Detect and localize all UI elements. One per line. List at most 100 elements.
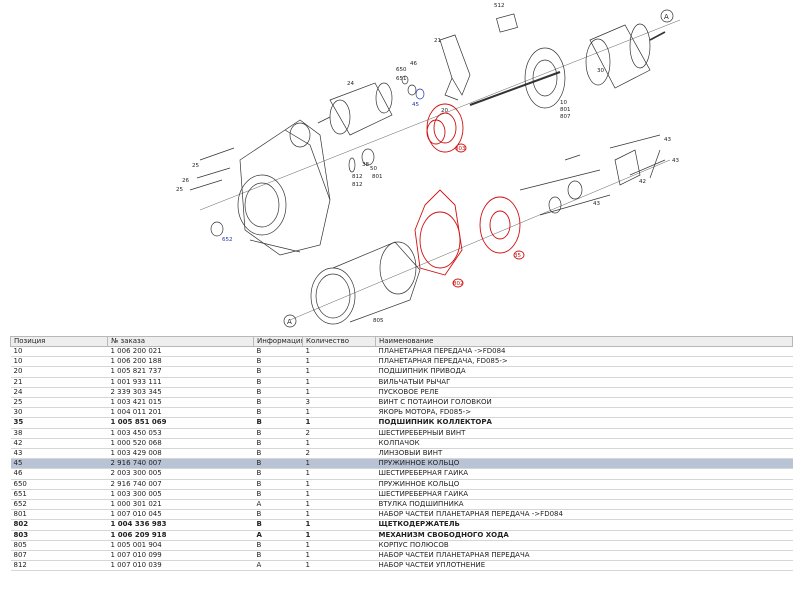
parts-table: Позиция № заказа Информация Количество Н…: [10, 336, 793, 572]
cell-position: 20: [10, 366, 108, 378]
column-header-position[interactable]: Позиция: [10, 336, 108, 347]
cell-position: 43: [10, 448, 108, 460]
cell-info: A: [253, 530, 303, 541]
cell-info: B: [253, 550, 303, 562]
cell-quantity: 1: [302, 560, 376, 572]
cell-quantity: 1: [302, 509, 376, 521]
cell-order-number: 1 003 300 005: [107, 489, 254, 501]
cell-position: 42: [10, 438, 108, 450]
cell-order-number: 1 004 011 201: [107, 407, 254, 419]
cell-info: B: [253, 387, 303, 399]
cell-order-number: 1 003 421 015: [107, 397, 254, 409]
cell-info: B: [253, 366, 303, 378]
cell-position: 25: [10, 397, 108, 409]
screw-25b: [196, 167, 231, 179]
callout-20: 20: [441, 108, 448, 114]
cell-quantity: 1: [302, 468, 376, 480]
cell-order-number: 1 005 851 069: [107, 417, 254, 429]
cell-order-number: 1 000 520 068: [107, 438, 254, 450]
cell-info: B: [253, 448, 303, 460]
cell-position: 801: [10, 509, 108, 521]
column-header-info[interactable]: Информация: [253, 336, 303, 347]
cell-quantity: 1: [302, 438, 376, 450]
cell-position: 46: [10, 468, 108, 480]
cell-position: 812: [10, 560, 108, 572]
armature: [585, 23, 666, 89]
callout-812b: 812: [352, 182, 363, 188]
cell-order-number: 2 003 300 005: [107, 468, 254, 480]
brush-holder-802: [414, 189, 464, 288]
cell-position: 30: [10, 407, 108, 419]
cell-name: ЯКОРЬ МОТОРА, FD085->: [375, 407, 793, 419]
cell-info: B: [253, 438, 303, 450]
cell-name: ПЛАНЕТАРНАЯ ПЕРЕДАЧА, FD085->: [375, 356, 793, 368]
callout-25b: 25: [176, 187, 183, 193]
cell-name: ШЕСТИРЕБЕРНАЯ ГАЙКА: [375, 468, 793, 480]
callout-42: 42: [639, 179, 646, 185]
cell-info: B: [253, 458, 303, 470]
callout-43a: 43: [664, 137, 671, 143]
callout-46: 46: [410, 61, 417, 67]
cell-position: 45: [10, 458, 108, 470]
cell-position: 805: [10, 540, 108, 552]
pole-housing: [310, 241, 421, 325]
callout-25a: 25: [192, 163, 199, 169]
cell-name: КОРПУС ПОЛЮСОВ: [375, 540, 793, 552]
cell-quantity: 1: [302, 417, 376, 429]
cell-quantity: 1: [302, 499, 376, 511]
cell-order-number: 1 006 209 918: [107, 530, 254, 541]
callout-50: 50: [370, 166, 377, 172]
column-header-order-number[interactable]: № заказа: [107, 336, 254, 347]
cell-position: 803: [10, 530, 108, 541]
column-header-name[interactable]: Наименование: [375, 336, 793, 347]
callout-651: 651: [396, 76, 407, 82]
cell-position: 38: [10, 428, 108, 439]
cell-quantity: 1: [302, 540, 376, 552]
cell-name: ВТУЛКА ПОДШИПНИКА: [375, 499, 793, 511]
cell-order-number: 1 003 450 053: [107, 428, 254, 439]
cell-quantity: 1: [302, 356, 376, 368]
freewheel-803: [426, 103, 467, 153]
cell-info: B: [253, 489, 303, 501]
reference-mark-a-bottom: A: [287, 318, 292, 326]
callout-802: 802: [453, 281, 464, 287]
cell-quantity: 1: [302, 377, 376, 388]
cell-order-number: 1 007 010 045: [107, 509, 254, 521]
callout-801: 801: [560, 107, 571, 113]
diagram-drawing: 512 21 24 650 651 46 45 10 801 807 30 20…: [176, 3, 681, 328]
cell-info: B: [253, 519, 303, 531]
cell-name: ПОДШИПНИК КОЛЛЕКТОРА: [375, 417, 793, 429]
callout-43c: 43: [593, 201, 600, 207]
cell-position: 10: [10, 356, 108, 368]
cell-info: A: [253, 560, 303, 572]
column-header-quantity[interactable]: Количество: [302, 336, 376, 347]
callout-43b: 43: [672, 158, 679, 164]
cell-quantity: 1: [302, 387, 376, 399]
callout-24: 24: [347, 81, 354, 87]
callout-650: 650: [396, 67, 407, 73]
cell-info: B: [253, 407, 303, 419]
cell-position: 24: [10, 387, 108, 399]
